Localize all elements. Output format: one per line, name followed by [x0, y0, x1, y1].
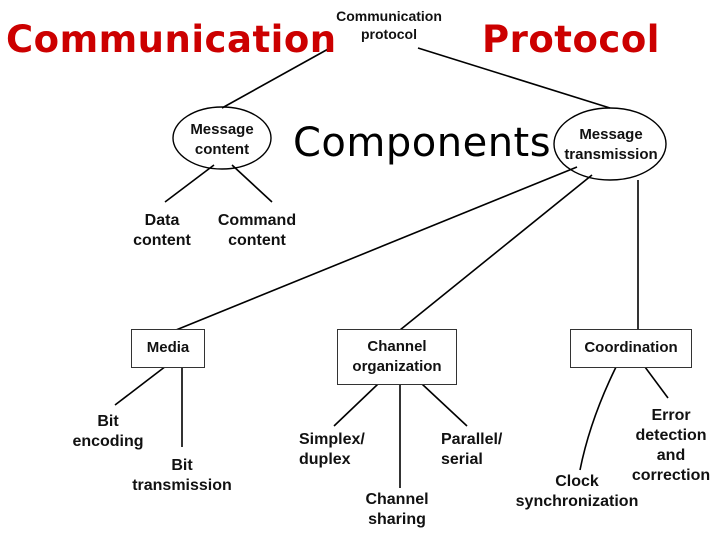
title-word-components: Components: [293, 120, 552, 166]
node-clock-synchronization: Clock synchronization: [515, 473, 639, 510]
node-bit-encoding: Bit encoding: [72, 413, 144, 450]
node-message-transmission: Message transmission: [564, 126, 658, 163]
node-parallel-serial: Parallel/ serial: [441, 431, 503, 468]
message-content-ellipse: [172, 106, 272, 170]
node-data-content: Data content: [133, 212, 191, 249]
node-media: Media: [146, 339, 190, 356]
node-simplex-duplex: Simplex/ duplex: [299, 431, 365, 468]
edge-root-message-transmission: [417, 47, 611, 109]
edge-message-content-data: [164, 164, 215, 203]
node-channel-sharing: Channel sharing: [365, 491, 429, 528]
media-box: [131, 329, 205, 368]
edge-transmission-media: [175, 166, 578, 331]
node-coordination: Coordination: [584, 339, 678, 356]
node-command-content: Command content: [217, 212, 297, 249]
channel-organization-box: [337, 329, 457, 385]
node-bit-transmission: Bit transmission: [132, 457, 232, 494]
coordination-box: [570, 329, 692, 368]
edge-root-message-content: [221, 47, 331, 109]
node-channel-organization: Channel organization: [352, 338, 442, 375]
edge-coordination-error: [644, 366, 669, 399]
edge-channel-parallel: [421, 383, 468, 427]
node-message-content: Message content: [190, 121, 254, 158]
message-transmission-ellipse: [553, 107, 667, 181]
node-communication-protocol: Communication protocol: [336, 8, 442, 42]
edge-channel-simplex: [333, 383, 379, 427]
edge-transmission-channel: [399, 174, 593, 331]
edge-coordination-clock: [579, 366, 617, 471]
edge-media-bit-encoding: [114, 365, 167, 406]
title-word-protocol: Protocol: [482, 18, 660, 61]
edge-message-content-command: [231, 164, 273, 203]
node-error-detection-correction: Error detection and correction: [631, 407, 711, 484]
title-word-communication: Communication: [6, 18, 337, 61]
